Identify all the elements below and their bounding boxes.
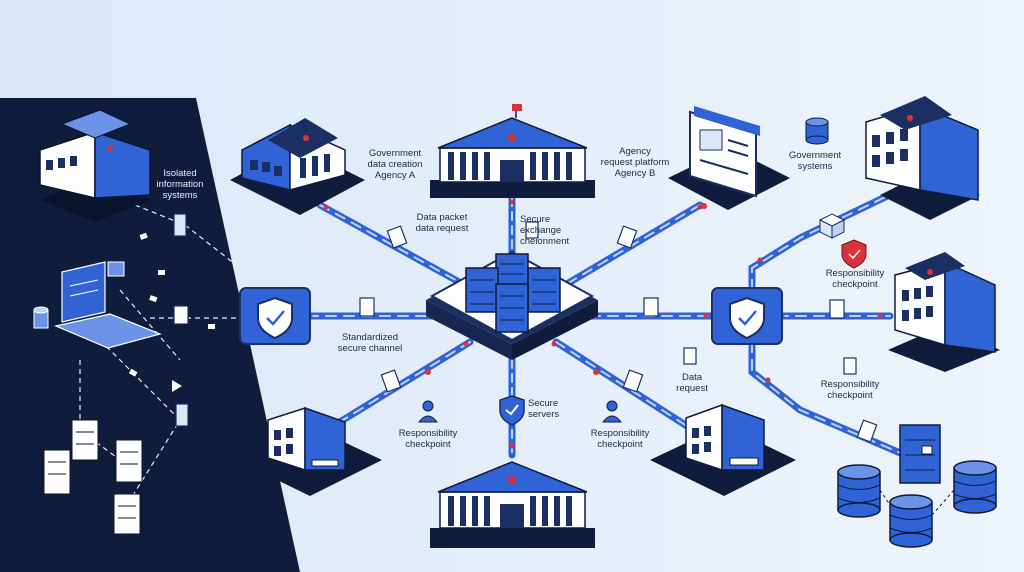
- building-agency-a: [230, 118, 365, 215]
- document-icon: [643, 297, 659, 317]
- label-resp-checkpoint-mid-right: Responsibility checkpoint: [820, 379, 880, 401]
- label-data-request: Data request: [676, 372, 708, 394]
- pin-markers: [425, 203, 707, 375]
- document-icon: [829, 299, 845, 319]
- server-rack-icon: [113, 493, 141, 535]
- document-icon: [173, 305, 189, 325]
- document-icon: [386, 225, 408, 249]
- server-rack-icon: [465, 253, 561, 333]
- laptop-icon: [54, 261, 162, 349]
- database-icon: [837, 464, 881, 518]
- government-building-bottom: [430, 461, 595, 548]
- label-agency-b: Agency request platform Agency B: [600, 146, 670, 179]
- label-gov-systems: Government systems: [788, 150, 842, 172]
- scattered-packets: [128, 232, 215, 392]
- shield-check-icon: [729, 296, 765, 340]
- document-icon: [856, 419, 878, 443]
- server-rack-icon: [71, 419, 99, 461]
- isolated-dashed-links: [79, 194, 241, 501]
- document-icon: [525, 221, 539, 239]
- document-icons: [173, 213, 878, 443]
- isolated-servers: [43, 419, 143, 535]
- label-secure-exchange: Secure exchange cheionment: [520, 214, 570, 247]
- label-resp-checkpoint-center: Responsibility checkpoint: [590, 428, 650, 450]
- document-icon: [380, 369, 402, 393]
- label-secure-servers: Secure servers: [528, 398, 560, 420]
- shield-alert-icon: [841, 239, 867, 269]
- building-bottom-right: [650, 403, 796, 496]
- document-icon: [843, 357, 857, 375]
- document-icon: [683, 347, 697, 365]
- database-icon: [889, 494, 933, 548]
- label-standardized-channel: Standardized secure channel: [337, 332, 403, 354]
- label-isolated-systems: Isolated information systems: [156, 168, 204, 201]
- shield-check-icon: [257, 296, 293, 340]
- building-bottom-left: [236, 406, 382, 496]
- building-right: [888, 252, 1000, 372]
- label-gov-data-creation: Government data creation Agency A: [367, 148, 423, 181]
- server-lock-icon: [899, 424, 941, 484]
- data-package-icon: [818, 213, 846, 239]
- document-icon: [622, 369, 644, 393]
- building-gov-systems: [865, 96, 980, 220]
- label-data-packet: Data packet data request: [415, 212, 469, 234]
- server-rack-icon: [43, 449, 71, 495]
- database-icon: [953, 460, 997, 514]
- document-icon: [616, 225, 638, 249]
- government-building-top: [430, 104, 595, 198]
- isolated-building: [39, 109, 151, 222]
- server-rack-icon: [115, 439, 143, 483]
- shield-node-right: [711, 287, 783, 345]
- label-resp-checkpoint-left: Responsibility checkpoint: [398, 428, 458, 450]
- document-icon: [359, 297, 375, 317]
- database-cluster: [837, 424, 997, 548]
- database-icon: [805, 117, 829, 145]
- document-icon: [175, 403, 189, 427]
- shield-check-icon: [499, 395, 525, 426]
- agency-b-platform: [668, 106, 790, 210]
- label-resp-checkpoint-right: Responsibility checkpoint: [825, 268, 885, 290]
- user-checkpoint-icon: [601, 400, 623, 423]
- document-icon: [173, 213, 187, 237]
- shield-node-left: [239, 287, 311, 345]
- database-icon: [33, 306, 49, 329]
- user-checkpoint-icon: [417, 400, 439, 423]
